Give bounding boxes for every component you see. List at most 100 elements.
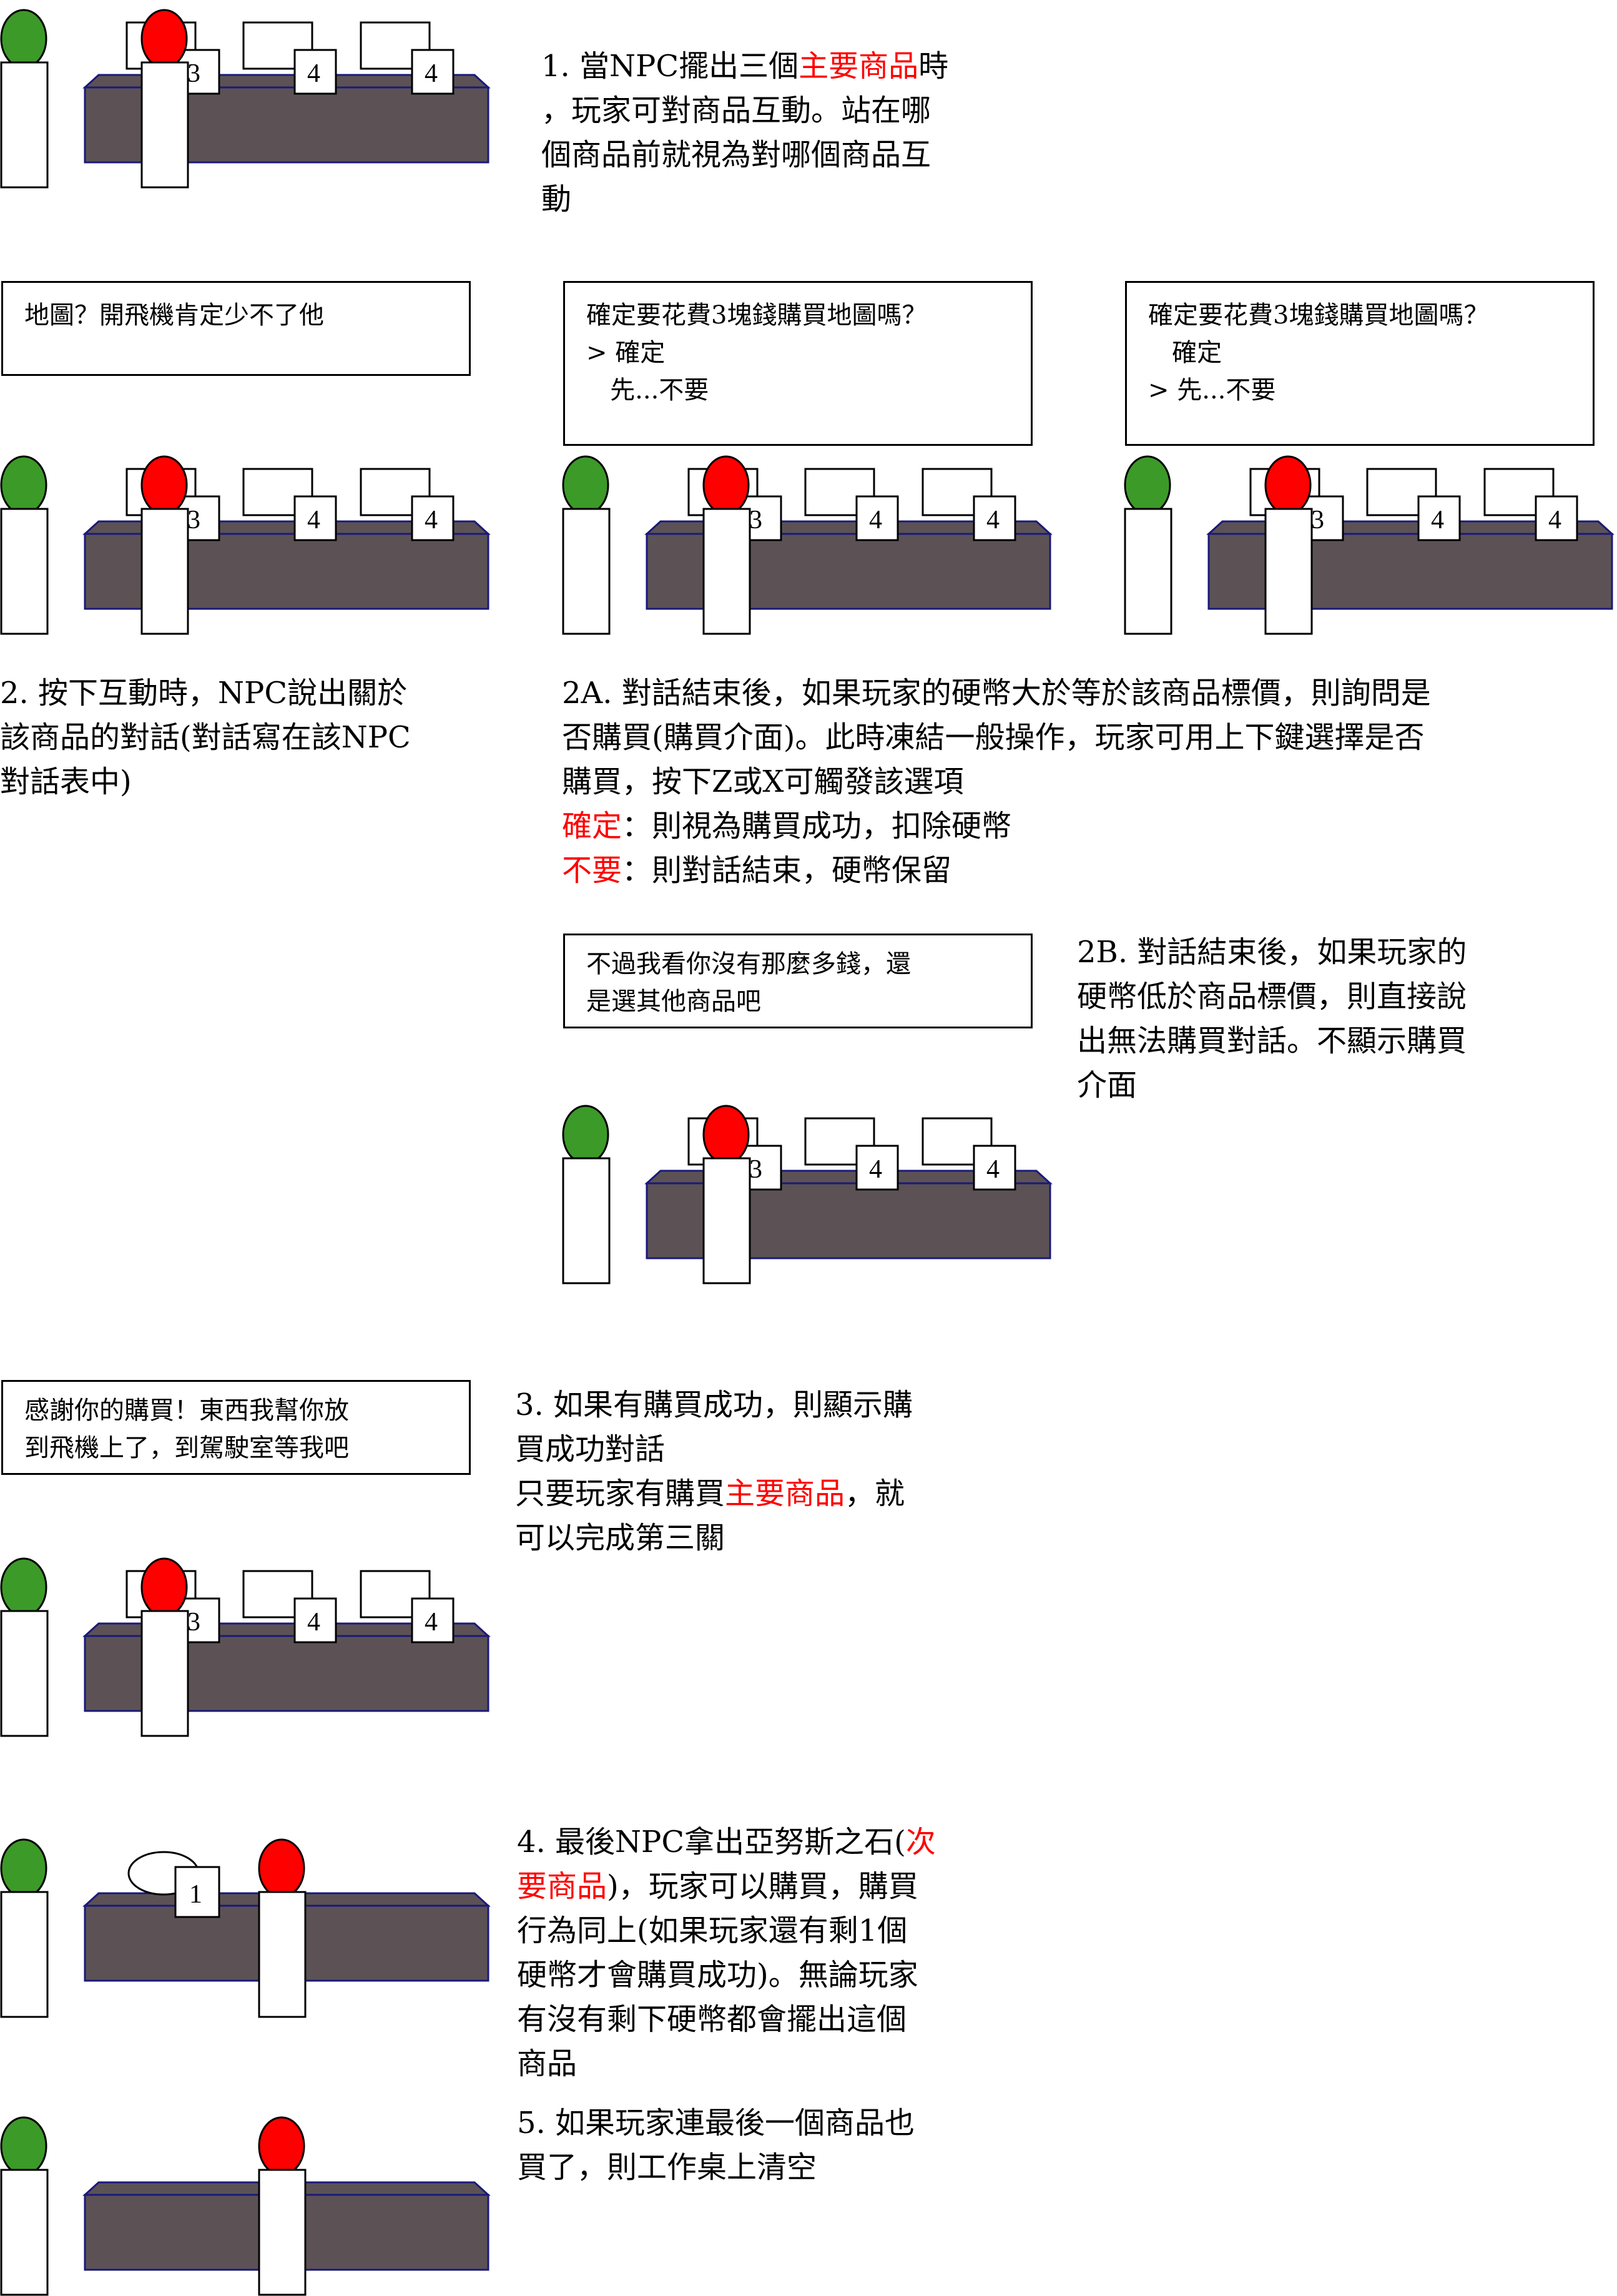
player-body bbox=[702, 508, 751, 635]
price-tag-value: 4 bbox=[869, 1155, 882, 1184]
price-tag bbox=[293, 1597, 337, 1643]
npc-head bbox=[0, 1838, 47, 1898]
dialog-question: 確定要花費3塊錢購買地圖嗎？ bbox=[586, 301, 927, 330]
caption-highlight: 確定 bbox=[562, 809, 622, 844]
npc-body bbox=[0, 2169, 49, 2296]
npc-body bbox=[562, 1157, 611, 1284]
npc-head bbox=[0, 9, 47, 69]
player-head bbox=[258, 2116, 305, 2176]
dialog-option-cancel[interactable]: 先...不要 bbox=[586, 376, 709, 405]
player-body bbox=[1264, 508, 1313, 635]
caption-step4: 4. 最後NPC拿出亞努斯之石(次 要商品)，玩家可以購買，購買 行為同上(如果… bbox=[517, 1820, 936, 2086]
player-body bbox=[140, 1610, 189, 1737]
caption-step3: 3. 如果有購買成功，則顯示購 買成功對話 只要玩家有購買主要商品，就 可以完成… bbox=[515, 1383, 913, 1560]
price-tag-value: 4 bbox=[307, 59, 320, 88]
npc-body bbox=[0, 1891, 49, 2018]
player-head bbox=[702, 1105, 750, 1165]
price-tag-value: 4 bbox=[869, 506, 882, 535]
player-body bbox=[702, 1157, 751, 1284]
npc-body bbox=[562, 508, 611, 635]
npc-head bbox=[562, 1105, 609, 1165]
price-tag-value: 3 bbox=[187, 506, 200, 535]
price-tag bbox=[855, 1145, 899, 1191]
caption-text: ，就 可以完成第三關 bbox=[515, 1476, 905, 1555]
player-body bbox=[140, 61, 189, 189]
price-tag-value: 4 bbox=[1548, 506, 1561, 535]
caption-highlight: 主要商品 bbox=[725, 1476, 845, 1511]
caption-text: 4. 最後NPC拿出亞努斯之石( bbox=[517, 1825, 906, 1860]
scene-step1: 3 4 4 bbox=[0, 9, 491, 189]
price-tag bbox=[1417, 495, 1461, 541]
price-tag bbox=[411, 495, 455, 541]
price-tag-value: 4 bbox=[986, 1155, 1000, 1184]
caption-step1: 1. 當NPC擺出三個主要商品時 ，玩家可對商品互動。站在哪 個商品前就視為對哪… bbox=[541, 0, 948, 222]
npc-body bbox=[0, 1610, 49, 1737]
caption-text: ：則視為購買成功，扣除硬幣 bbox=[622, 809, 1012, 844]
price-tag-value: 3 bbox=[749, 1155, 762, 1184]
dialog-thanks: 感謝你的購買！東西我幫你放 到飛機上了，到駕駛室等我吧 bbox=[1, 1380, 471, 1475]
npc-head bbox=[562, 455, 609, 515]
scene-step3: 3 4 4 bbox=[0, 1557, 491, 1737]
player-body bbox=[258, 2169, 307, 2296]
price-tag-value: 3 bbox=[187, 59, 200, 88]
caption-text: 2A. 對話結束後，如果玩家的硬幣大於等於該商品標價，則詢問是 否購買(購買介面… bbox=[562, 676, 1431, 799]
price-tag bbox=[174, 1866, 220, 1918]
scene-step2b: 3 4 4 bbox=[562, 1105, 1053, 1284]
dialog-map: 地圖？開飛機肯定少不了他 bbox=[1, 281, 471, 376]
caption-highlight: 次 要商品 bbox=[517, 1825, 936, 1904]
scene-step4: 1 bbox=[0, 1838, 491, 2018]
price-tag-value: 3 bbox=[1311, 506, 1324, 535]
dialog-option-confirm[interactable]: > 確定 bbox=[586, 338, 666, 367]
price-tag bbox=[411, 1597, 455, 1643]
price-tag bbox=[973, 495, 1016, 541]
price-tag bbox=[1535, 495, 1578, 541]
npc-head bbox=[0, 455, 47, 515]
npc-head bbox=[0, 2116, 47, 2176]
caption-highlight: 主要商品 bbox=[799, 49, 919, 84]
dialog-no-money: 不過我看你沒有那麼多錢，還 是選其他商品吧 bbox=[563, 934, 1033, 1028]
player-head bbox=[702, 455, 750, 515]
scene-step2a-cancel: 3 4 4 bbox=[1124, 455, 1615, 635]
caption-step2a: 2A. 對話結束後，如果玩家的硬幣大於等於該商品標價，則詢問是 否購買(購買介面… bbox=[562, 671, 1431, 893]
npc-head bbox=[1124, 455, 1171, 515]
dialog-text: 感謝你的購買！東西我幫你放 到飛機上了，到駕駛室等我吧 bbox=[24, 1396, 349, 1462]
caption-step2: 2. 按下互動時，NPC說出關於 該商品的對話(對話寫在該NPC 對話表中) bbox=[0, 676, 411, 799]
price-tag bbox=[973, 1145, 1016, 1191]
caption-text: )，玩家可以購買，購買 行為同上(如果玩家還有剩1個 硬幣才會購買成功)。無論玩… bbox=[517, 1869, 918, 2081]
caption-text: 1. 當NPC擺出三個 bbox=[541, 49, 799, 84]
dialog-option-cancel[interactable]: > 先...不要 bbox=[1148, 376, 1276, 405]
player-head bbox=[258, 1838, 305, 1898]
price-tag bbox=[855, 495, 899, 541]
price-tag bbox=[293, 495, 337, 541]
caption-text: 時 ，玩家可對商品互動。站在哪 個商品前就視為對哪個商品互 動 bbox=[541, 49, 949, 217]
price-tag-value: 3 bbox=[749, 506, 762, 535]
scene-step2: 3 4 4 bbox=[0, 455, 491, 635]
player-head bbox=[140, 455, 188, 515]
price-tag-value: 4 bbox=[307, 1608, 320, 1637]
price-tag-value: 4 bbox=[307, 506, 320, 535]
scene-step2a-confirm: 3 4 4 bbox=[562, 455, 1053, 635]
player-body bbox=[140, 508, 189, 635]
price-tag-value: 4 bbox=[1431, 506, 1444, 535]
dialog-option-confirm[interactable]: 確定 bbox=[1148, 338, 1222, 367]
dialog-confirm-no: 確定要花費3塊錢購買地圖嗎？ 確定> 先...不要 bbox=[1125, 281, 1595, 446]
price-tag-value: 1 bbox=[189, 1880, 202, 1909]
price-tag-value: 4 bbox=[425, 59, 438, 88]
player-head bbox=[140, 9, 188, 69]
npc-body bbox=[1124, 508, 1172, 635]
dialog-confirm-yes: 確定要花費3塊錢購買地圖嗎？ > 確定 先...不要 bbox=[563, 281, 1033, 446]
player-head bbox=[1264, 455, 1312, 515]
dialog-text: 地圖？開飛機肯定少不了他 bbox=[24, 301, 324, 330]
caption-step2b: 2B. 對話結束後，如果玩家的 硬幣低於商品標價，則直接說 出無法購買對話。不顯… bbox=[1077, 935, 1467, 1103]
npc-head bbox=[0, 1557, 47, 1617]
scene-step5 bbox=[0, 2116, 491, 2296]
caption-highlight: 不要 bbox=[562, 853, 622, 888]
npc-body bbox=[0, 508, 49, 635]
price-tag-value: 3 bbox=[187, 1608, 200, 1637]
price-tag bbox=[411, 49, 455, 95]
caption-step5: 5. 如果玩家連最後一個商品也 買了，則工作桌上清空 bbox=[517, 2106, 915, 2185]
dialog-text: 不過我看你沒有那麼多錢，還 是選其他商品吧 bbox=[586, 950, 911, 1016]
caption-text: 3. 如果有購買成功，則顯示購 買成功對話 只要玩家有購買 bbox=[515, 1387, 913, 1511]
player-body bbox=[258, 1891, 307, 2018]
price-tag-value: 4 bbox=[986, 506, 1000, 535]
